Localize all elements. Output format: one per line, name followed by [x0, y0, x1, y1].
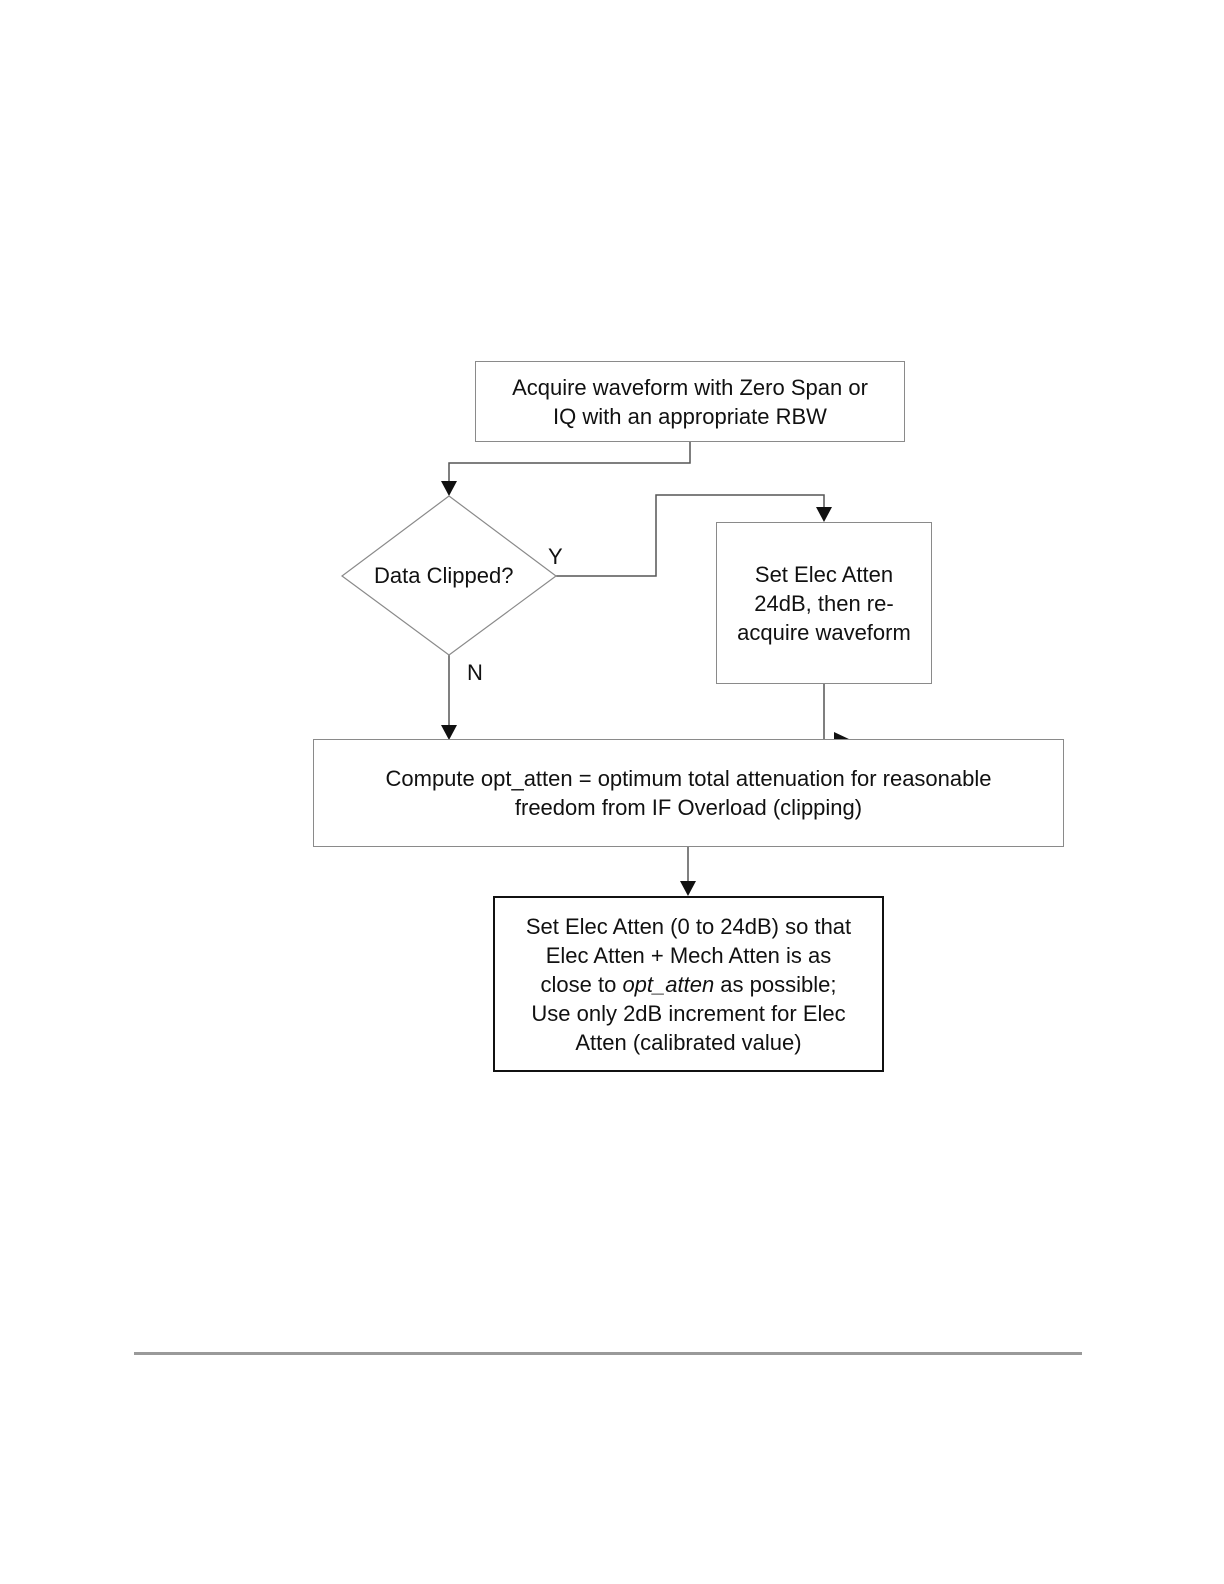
- set-final-line-1: Set Elec Atten (0 to 24dB) so that: [525, 913, 852, 939]
- set-24db-line-3: acquire waveform: [737, 619, 911, 645]
- yes-label: Y: [548, 544, 563, 569]
- set-final-line-4: Use only 2dB increment for Elec: [531, 1000, 846, 1026]
- compute-line-1: Compute opt_atten = optimum total attenu…: [385, 766, 992, 791]
- set-final-line-2: Elec Atten + Mech Atten is as: [545, 942, 832, 968]
- set-final-line-3-post: as possible;: [714, 971, 837, 997]
- set-final-line-3: close to opt_atten as possible;: [526, 970, 851, 999]
- arrowhead-into-decision: [441, 481, 457, 496]
- connector-acquire-to-decision: [448, 442, 691, 482]
- acquire-waveform-box: Acquire waveform with Zero Span or IQ wi…: [475, 361, 905, 442]
- set-final-line-5: Atten (calibrated value): [575, 1029, 802, 1055]
- footer-rule: [134, 1352, 1082, 1355]
- set-elec-atten-final-box: Set Elec Atten (0 to 24dB) so that Elec …: [493, 896, 884, 1072]
- set-final-line-3-pre: close to: [540, 971, 623, 997]
- no-label: N: [467, 660, 483, 685]
- set-elec-atten-24db-box: Set Elec Atten 24dB, then re- acquire wa…: [716, 522, 932, 684]
- compute-opt-atten-box: Compute opt_atten = optimum total attenu…: [313, 739, 1064, 847]
- compute-line-2: freedom from IF Overload (clipping): [514, 795, 863, 820]
- arrowhead-into-set-atten: [816, 507, 832, 522]
- decision-diamond: [340, 495, 558, 656]
- connector-decision-yes-to-set-atten: [556, 494, 825, 577]
- acquire-line-2: IQ with an appropriate RBW: [553, 403, 827, 429]
- acquire-line-1: Acquire waveform with Zero Span or: [512, 374, 868, 400]
- set-24db-line-1: Set Elec Atten: [754, 561, 894, 587]
- connector-set-atten-to-compute: [823, 684, 836, 741]
- arrowhead-into-set-final: [680, 881, 696, 896]
- opt-atten-emphasis: opt_atten: [622, 971, 715, 997]
- set-24db-line-2: 24dB, then re-: [754, 590, 894, 616]
- decision-label: Data Clipped?: [374, 563, 514, 588]
- arrowhead-no-into-compute: [441, 725, 457, 740]
